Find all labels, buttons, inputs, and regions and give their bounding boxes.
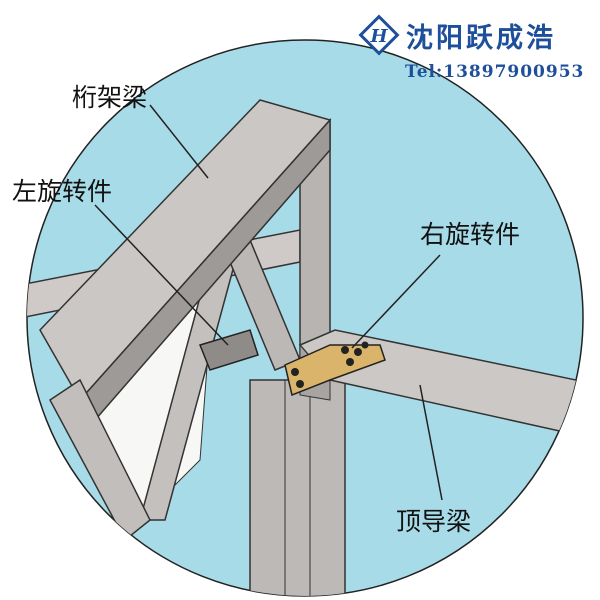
label-right-rotating-part: 右旋转件 (420, 220, 521, 249)
label-truss-beam: 桁架梁 (72, 83, 148, 112)
bolt-holes (291, 341, 369, 388)
brand-logo: H 沈阳跃成浩 (358, 14, 556, 56)
leader-lines (94, 104, 443, 501)
column (249, 379, 346, 596)
right-rotating-part (284, 344, 386, 397)
lower-chord (49, 378, 151, 542)
left-rotating-part (198, 329, 259, 371)
svg-text:H: H (369, 26, 388, 47)
label-left-rotating-part: 左旋转件 (12, 177, 113, 206)
label-top-guide-beam: 顶导梁 (396, 507, 472, 536)
brand-name: 沈阳跃成浩 (406, 22, 556, 54)
brand-tel: Tel:13897900953 (405, 62, 585, 82)
structure (27, 99, 583, 596)
brand-diamond-icon: H (358, 14, 400, 56)
